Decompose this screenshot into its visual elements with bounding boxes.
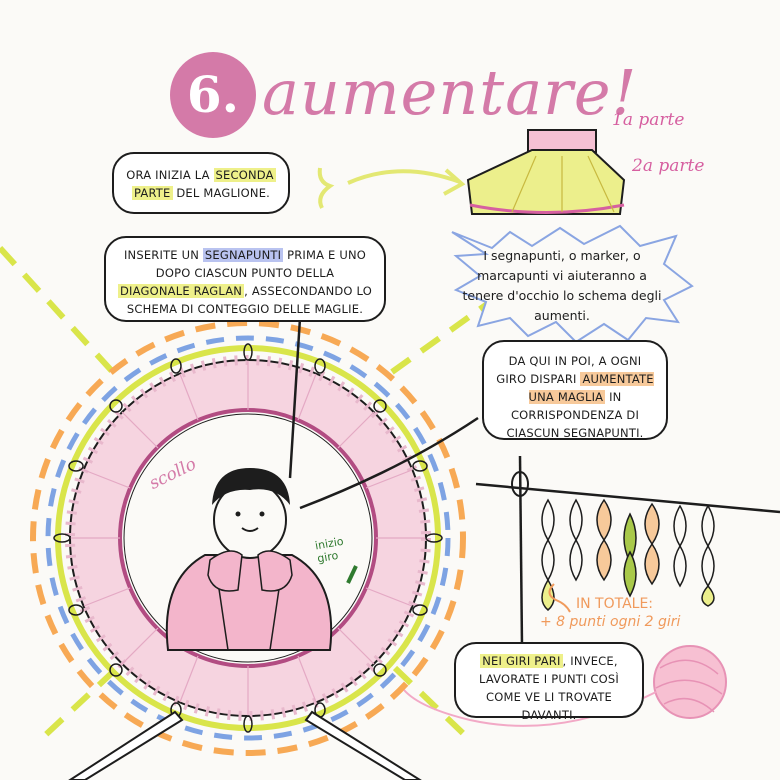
bubble-4-highlight: Nei giri pari	[480, 654, 563, 668]
speech-bubble-2: Inserite un segnapunti prima e uno dopo …	[104, 236, 386, 322]
circular-needles	[68, 710, 422, 780]
yoke-spokes	[70, 360, 426, 716]
bubble-1-highlight-2: parte	[131, 186, 173, 200]
bubble-2-highlight-2: diagonale raglan	[118, 284, 245, 298]
bubble-1-text-end: del maglione.	[172, 186, 271, 200]
raglan-guide-lines	[0, 245, 492, 743]
page-title: aumentare!	[262, 56, 638, 129]
bubble-1-highlight-1: seconda	[213, 168, 276, 182]
bubble-1-text: Ora inizia la	[126, 168, 214, 182]
bubble-4-text: , invece, lavorate i punti così come ve …	[478, 654, 619, 722]
knitter-figure	[165, 468, 333, 651]
stitch-loops	[53, 343, 443, 733]
starburst-shape	[451, 224, 694, 344]
bubble-3-text-end: in corrispondenza di ciascun segnapunti.	[506, 390, 644, 440]
label-part-1: 1a parte	[612, 110, 685, 130]
speech-bubble-1: Ora inizia la seconda parte del maglione…	[112, 152, 290, 214]
knitting-sample	[475, 471, 780, 611]
bubble-2-text: Inserite un	[123, 248, 203, 262]
curl-arrow-icon	[548, 583, 571, 613]
marker-note: I segnapunti, o marker, o marcapunti vi …	[462, 248, 662, 323]
arrow-icon	[317, 167, 466, 209]
bubble-2-text-end: , assecondando lo schema di conteggio de…	[126, 284, 372, 316]
bubble-2-highlight-1: segnapunti	[202, 248, 284, 262]
sweater-diagram	[466, 129, 626, 215]
step-number: 6.	[170, 52, 256, 138]
speech-bubble-3: Da qui in poi, a ogni giro dispari aumen…	[482, 340, 668, 440]
total-label: in totale:	[576, 596, 654, 612]
total-value: + 8 punti ogni 2 giri	[540, 614, 681, 630]
speech-bubble-4: Nei giri pari, invece, lavorate i punti …	[454, 642, 644, 722]
bubble-2-text-mid: prima e uno dopo ciascun punto della	[155, 248, 367, 280]
marker-icon	[346, 565, 358, 584]
label-part-2: 2a parte	[632, 156, 705, 176]
bubble-3-text: Da qui in poi, a ogni giro dispari	[496, 354, 642, 386]
